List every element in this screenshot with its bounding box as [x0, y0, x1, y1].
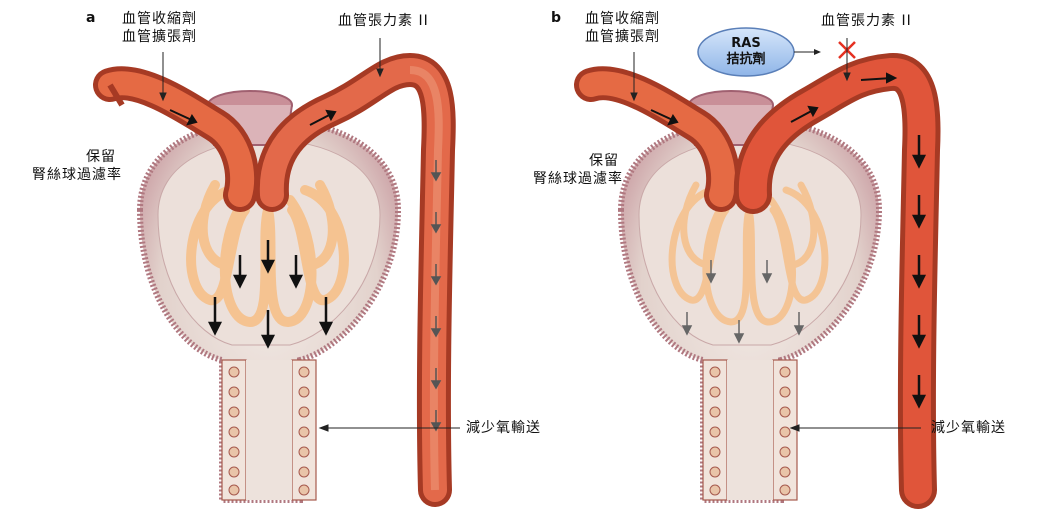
label-vasoconstrictor: 血管收縮劑 [122, 10, 197, 28]
glomerulus-diagram-b [521, 0, 1042, 516]
label-oxygen: 減少氧輸送 [931, 419, 1006, 437]
label-retain: 保留 [86, 148, 116, 166]
glomerulus-diagram-a [0, 0, 521, 516]
tubule-lumen [727, 360, 773, 500]
label-angiotensin: 血管張力素 II [821, 12, 912, 30]
ras-label: RAS [704, 36, 788, 52]
panel-b: b 血管收縮劑 血管擴張劑 血管張力素 II RAS 拮抗劑 保留 腎絲球過濾率… [521, 0, 1042, 516]
label-vasodilator: 血管擴張劑 [122, 28, 197, 46]
tubule-lumen [246, 360, 292, 500]
label-vasoconstrictor: 血管收縮劑 [585, 10, 660, 28]
label-angiotensin: 血管張力素 II [338, 12, 429, 30]
label-retain: 保留 [589, 152, 619, 170]
panel-a: a 血管收縮劑 血管擴張劑 血管張力素 II 保留 腎絲球過濾率 減少氧輸送 [0, 0, 521, 516]
label-gfr: 腎絲球過濾率 [32, 166, 122, 184]
panel-letter-a: a [86, 10, 95, 26]
panel-letter-b: b [551, 10, 561, 26]
label-gfr: 腎絲球過濾率 [533, 170, 623, 188]
label-vasodilator: 血管擴張劑 [585, 28, 660, 46]
ras-antagonist-label: 拮抗劑 [704, 52, 788, 68]
